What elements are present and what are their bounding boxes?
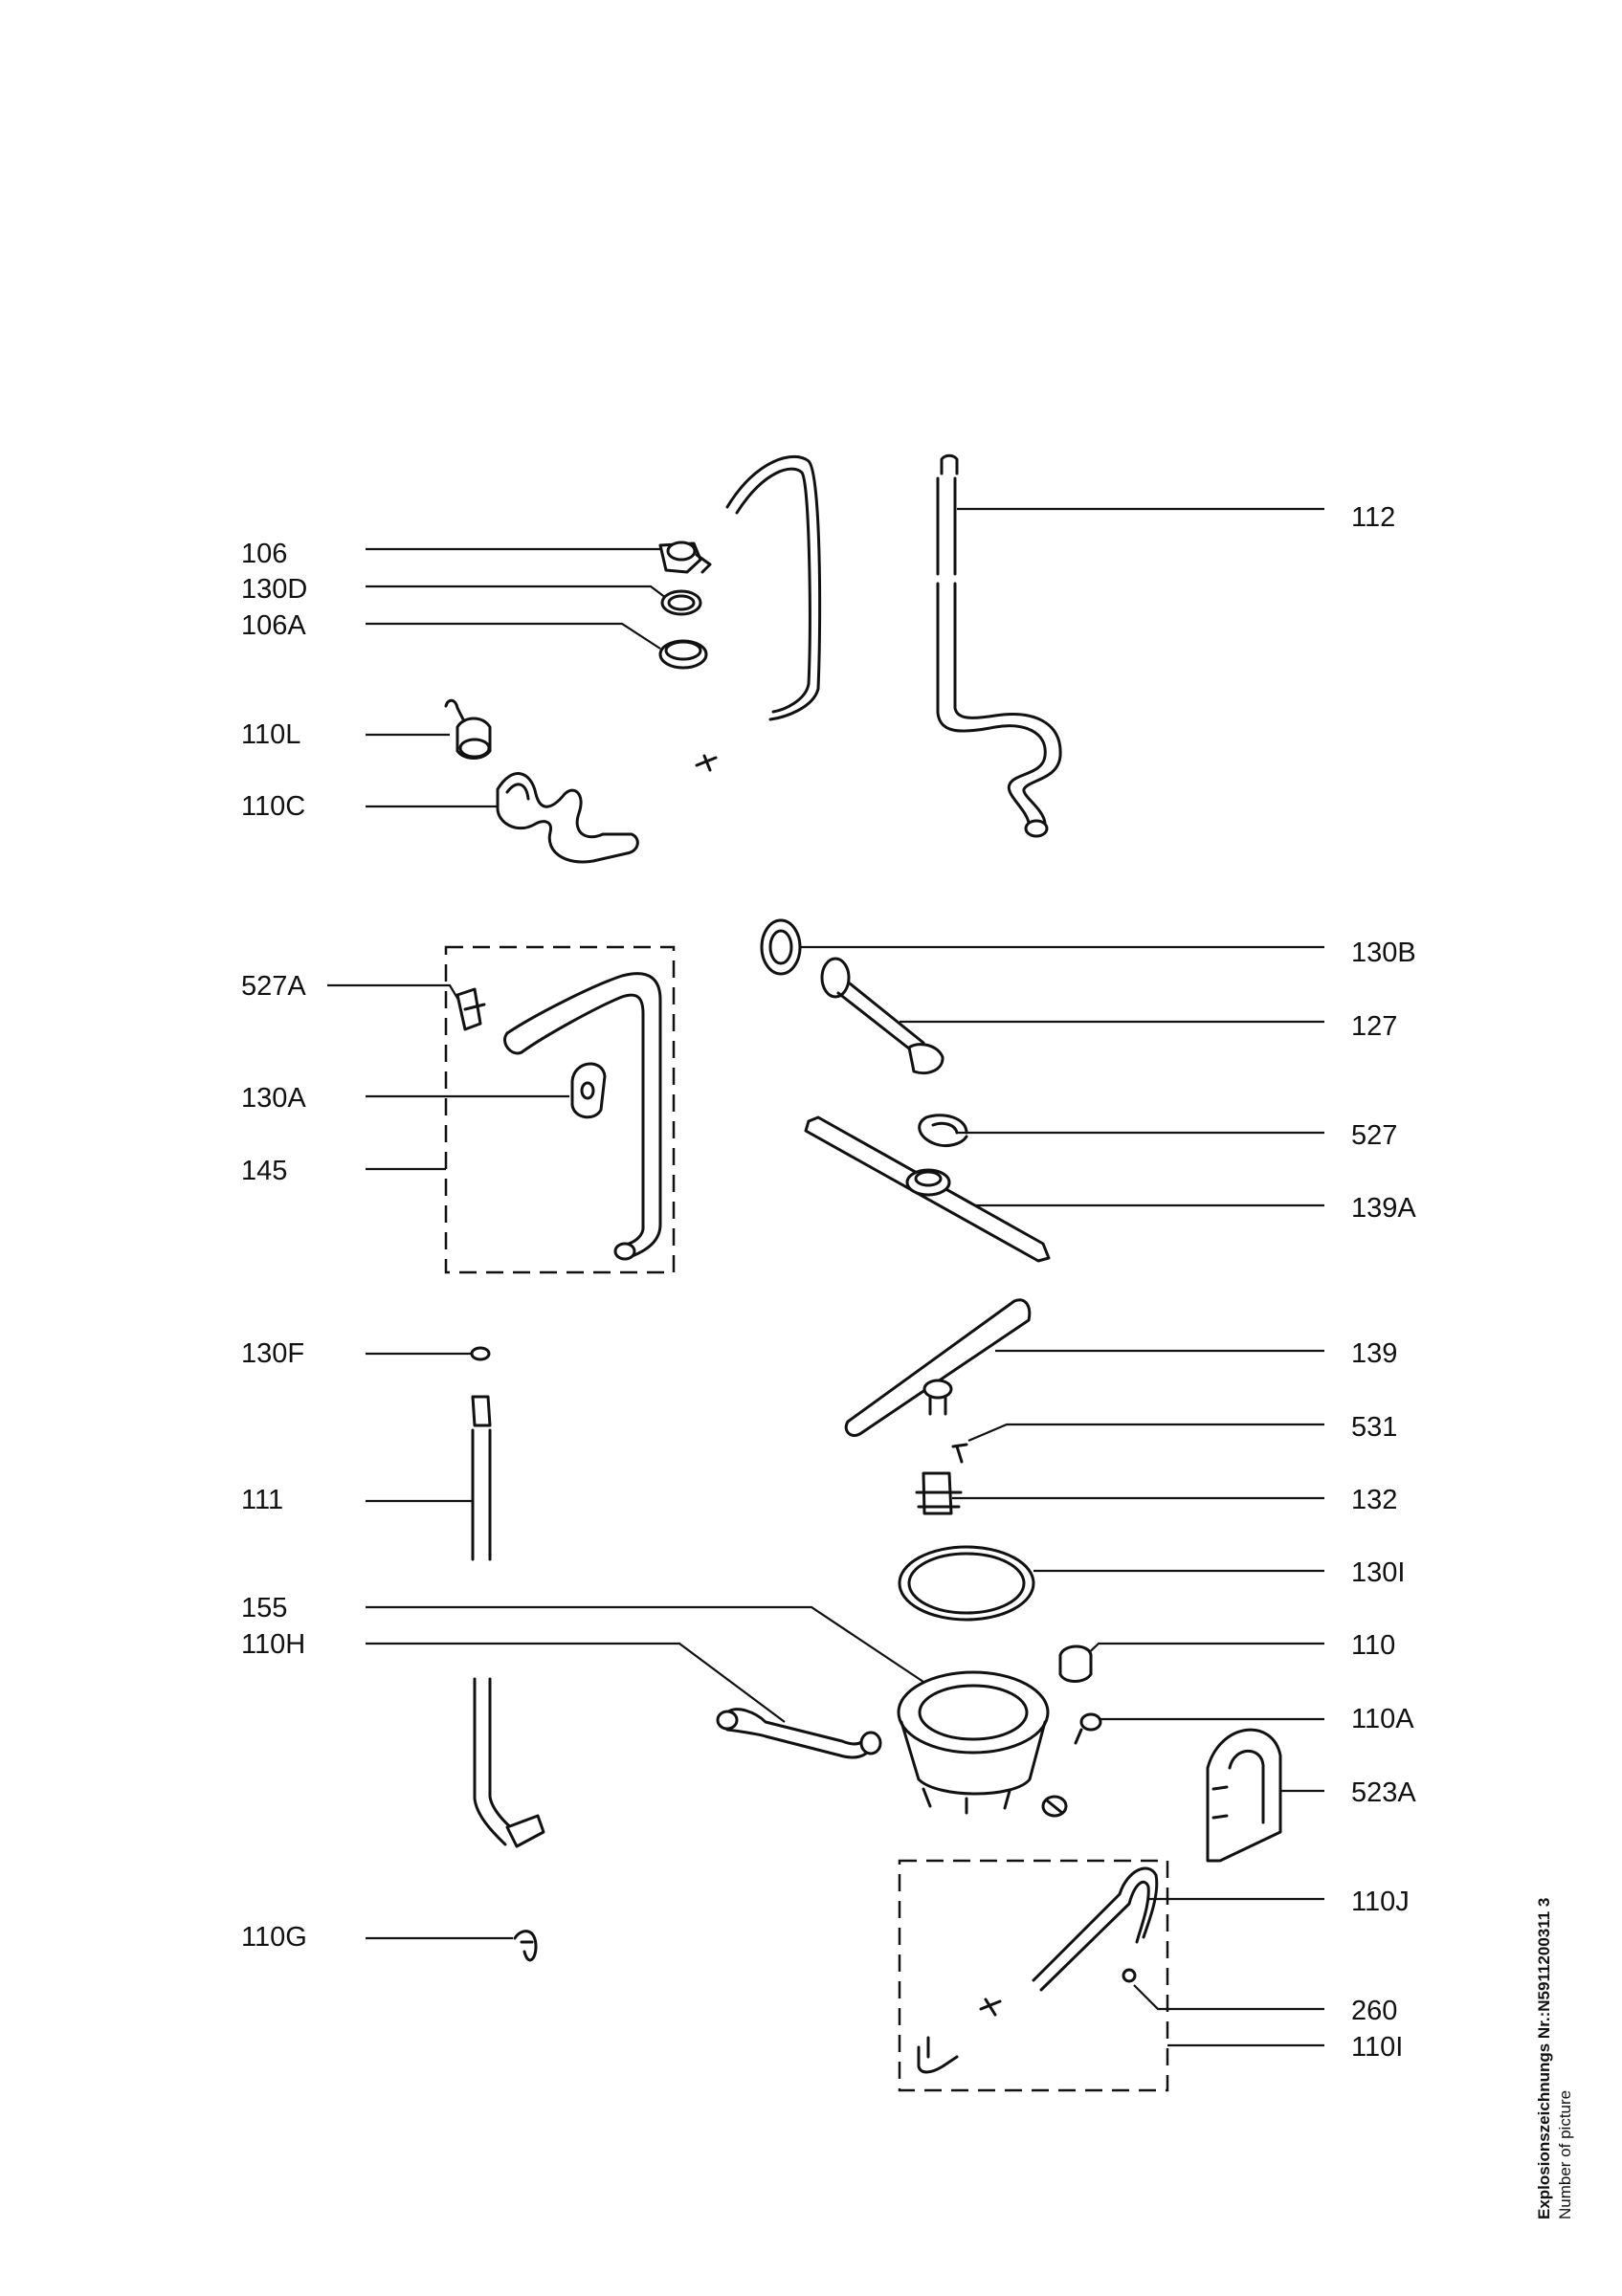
label-260: 260 bbox=[1351, 1996, 1397, 2026]
label-110H: 110H bbox=[241, 1629, 305, 1660]
part-127 bbox=[820, 957, 944, 1075]
label-112: 112 bbox=[1351, 502, 1395, 533]
part-106 bbox=[658, 541, 712, 574]
label-110C: 110C bbox=[241, 791, 305, 822]
leader-lines-left bbox=[327, 547, 939, 1940]
label-110A: 110A bbox=[1351, 1704, 1414, 1734]
part-130D bbox=[660, 589, 702, 616]
part-527A bbox=[455, 987, 486, 1031]
part-527 bbox=[918, 1114, 968, 1148]
part-110H bbox=[716, 1708, 882, 1759]
part-111 bbox=[471, 1395, 492, 1561]
part-upper-arch-tube bbox=[725, 454, 822, 721]
group-box-145 bbox=[444, 945, 676, 1274]
part-small-grommet bbox=[1041, 1795, 1068, 1818]
drawing-subtitle: Number of picture bbox=[1556, 2089, 1574, 2219]
label-110G: 110G bbox=[241, 1922, 307, 1953]
label-139A: 139A bbox=[1351, 1193, 1416, 1224]
label-106A: 106A bbox=[241, 610, 306, 641]
label-130B: 130B bbox=[1351, 938, 1416, 968]
label-527A: 527A bbox=[241, 971, 306, 1002]
part-110G bbox=[513, 1930, 538, 1962]
label-130A: 130A bbox=[241, 1083, 306, 1114]
part-145 bbox=[503, 972, 662, 1261]
label-130F: 130F bbox=[241, 1338, 304, 1369]
group-box-110I bbox=[898, 1859, 1169, 2092]
label-127: 127 bbox=[1351, 1011, 1397, 1042]
part-110L bbox=[444, 698, 492, 760]
label-139: 139 bbox=[1351, 1338, 1397, 1369]
label-145: 145 bbox=[241, 1156, 287, 1186]
label-110L: 110L bbox=[241, 719, 300, 750]
part-531 bbox=[951, 1443, 968, 1464]
part-112 bbox=[936, 453, 1062, 838]
part-130A bbox=[570, 1062, 607, 1119]
part-left-bent-tube bbox=[473, 1677, 545, 1848]
part-110 bbox=[1058, 1645, 1093, 1683]
label-531: 531 bbox=[1351, 1412, 1397, 1443]
part-130F bbox=[470, 1346, 491, 1361]
part-155 bbox=[897, 1670, 1050, 1815]
part-139 bbox=[844, 1298, 1032, 1437]
label-155: 155 bbox=[241, 1593, 287, 1623]
label-111: 111 bbox=[241, 1485, 283, 1515]
label-523A: 523A bbox=[1351, 1777, 1416, 1808]
part-110J bbox=[1032, 1866, 1159, 1992]
label-106: 106 bbox=[241, 539, 287, 569]
drawing-number: Explosionszeichnungs Nr.:N5911200311 3 bbox=[1535, 1897, 1553, 2219]
part-110C bbox=[496, 772, 639, 864]
label-132: 132 bbox=[1351, 1485, 1397, 1515]
label-110: 110 bbox=[1351, 1630, 1395, 1661]
part-106A bbox=[658, 639, 708, 670]
label-110J: 110J bbox=[1351, 1887, 1410, 1917]
part-110A bbox=[1074, 1712, 1102, 1745]
label-130I: 130I bbox=[1351, 1557, 1405, 1588]
part-132 bbox=[915, 1471, 963, 1515]
part-small-screw bbox=[695, 754, 718, 772]
part-130I bbox=[898, 1545, 1035, 1622]
leader-lines-right bbox=[800, 507, 1324, 2047]
part-130B bbox=[760, 918, 802, 976]
part-523A bbox=[1206, 1728, 1282, 1863]
label-110I: 110I bbox=[1351, 2032, 1403, 2063]
label-527: 527 bbox=[1351, 1120, 1397, 1151]
part-139A bbox=[804, 1115, 1051, 1263]
label-130D: 130D bbox=[241, 574, 307, 605]
part-260 bbox=[1122, 1968, 1137, 1983]
part-110I-inner bbox=[917, 1998, 1002, 2074]
